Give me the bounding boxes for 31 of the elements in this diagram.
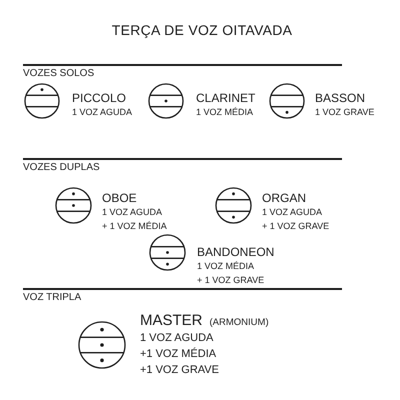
register-name: BANDONEON	[197, 245, 274, 259]
register-symbol-icon	[24, 83, 60, 119]
register-name: MASTER	[140, 312, 203, 330]
section-heading: VOZES SOLOS	[23, 68, 94, 80]
section-heading: VOZ TRIPLA	[23, 292, 82, 304]
diagram-title: TERÇA DE VOZ OITAVADA	[110, 22, 294, 38]
register-symbol-icon	[214, 186, 252, 224]
section-heading: VOZES DUPLAS	[23, 162, 100, 174]
register-name: CLARINET	[196, 91, 256, 105]
voice-description: 1 VOZ AGUDA	[102, 206, 162, 219]
voice-description: + 1 VOZ GRAVE	[197, 274, 264, 287]
voice-description: + 1 VOZ GRAVE	[262, 220, 330, 233]
register-symbol-icon	[54, 186, 92, 224]
register-symbol-icon	[148, 234, 186, 270]
register-alt-name: (ARMONIUM)	[210, 317, 269, 329]
voice-description: +1 VOZ MÉDIA	[140, 346, 216, 362]
voice-description: + 1 VOZ MÉDIA	[102, 220, 167, 233]
register-symbol-icon	[78, 321, 126, 369]
register-name: BASSON	[315, 91, 366, 105]
voice-description: 1 VOZ GRAVE	[315, 106, 374, 119]
voice-description: 1 VOZ MÉDIA	[196, 106, 254, 119]
register-symbol-icon	[269, 83, 305, 119]
voice-description: 1 VOZ AGUDA	[140, 331, 214, 346]
voice-description: 1 VOZ MÉDIA	[197, 260, 254, 273]
register-symbol-icon	[148, 83, 184, 119]
register-name: PICCOLO	[72, 91, 126, 105]
register-name: ORGAN	[262, 191, 306, 205]
voice-description: 1 VOZ AGUDA	[262, 206, 322, 219]
voice-description: +1 VOZ GRAVE	[140, 363, 219, 378]
register-name: OBOE	[102, 191, 137, 205]
voice-description: 1 VOZ AGUDA	[72, 106, 132, 119]
